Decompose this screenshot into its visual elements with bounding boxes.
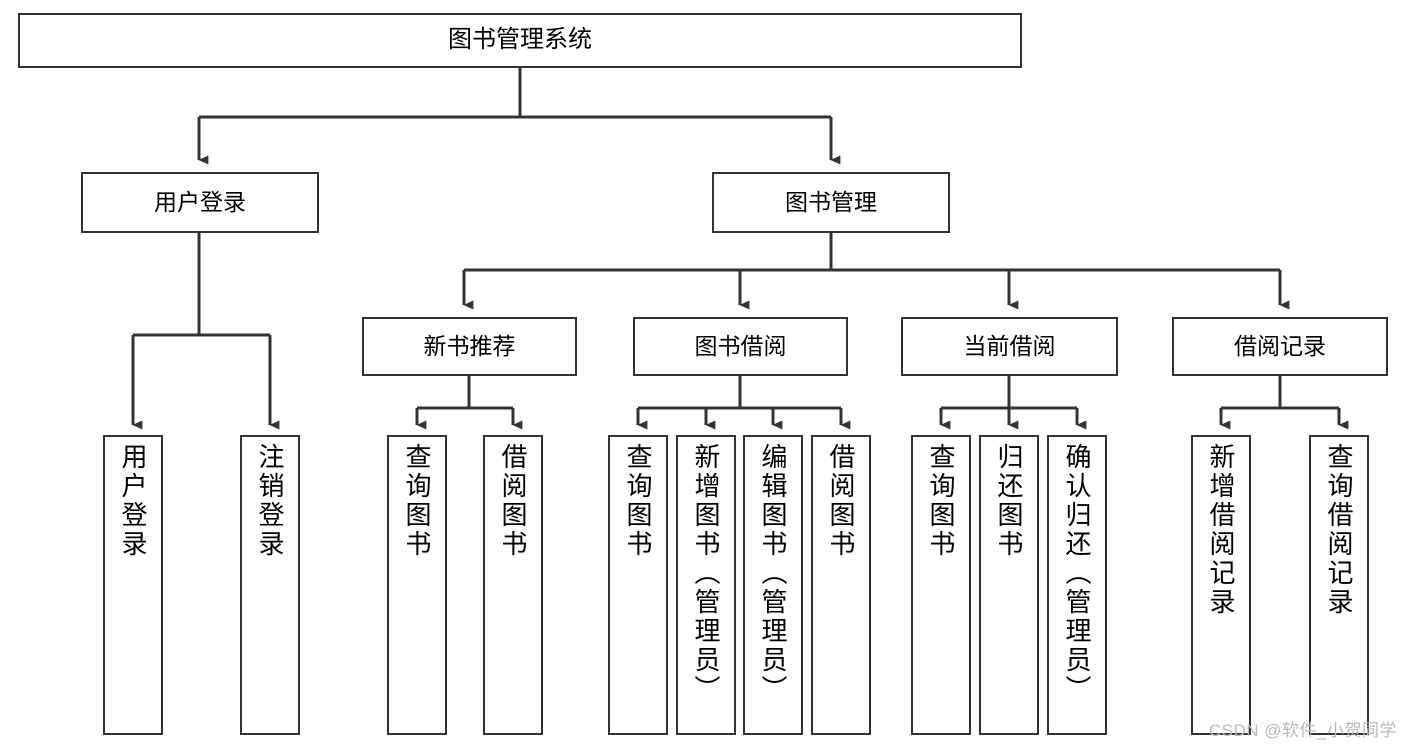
- node-label: 编辑图书（管理员）: [758, 443, 788, 704]
- node-label: 图书借阅: [694, 332, 787, 359]
- leaf-current-query-book[interactable]: 查询图书: [911, 435, 971, 735]
- node-label: 用户登录: [154, 188, 246, 215]
- leaf-borrow-edit-book-admin[interactable]: 编辑图书（管理员）: [743, 435, 803, 735]
- leaf-borrow-borrow-book[interactable]: 借阅图书: [811, 435, 871, 735]
- node-label: 借阅记录: [1234, 332, 1326, 359]
- node-label: 查询图书: [402, 443, 432, 559]
- node-label: 借阅图书: [826, 443, 856, 559]
- node-root-book-management-system[interactable]: 图书管理系统: [18, 13, 1022, 68]
- csdn-watermark: CSDN @软件_小贺同学: [1208, 721, 1397, 740]
- node-label: 确认归还（管理员）: [1062, 443, 1092, 704]
- node-new-book-recommend[interactable]: 新书推荐: [362, 317, 577, 376]
- node-book-management[interactable]: 图书管理: [712, 172, 950, 233]
- leaf-borrow-add-book-admin[interactable]: 新增图书（管理员）: [676, 435, 736, 735]
- node-user-login[interactable]: 用户登录: [81, 172, 319, 233]
- node-label: 新增借阅记录: [1206, 443, 1236, 617]
- leaf-record-add-borrow-record[interactable]: 新增借阅记录: [1191, 435, 1251, 735]
- node-label: 当前借阅: [963, 332, 1056, 359]
- node-label: 查询借阅记录: [1324, 443, 1354, 617]
- leaf-borrow-query-book[interactable]: 查询图书: [608, 435, 668, 735]
- leaf-current-return-book[interactable]: 归还图书: [979, 435, 1039, 735]
- node-label: 图书管理系统: [448, 26, 592, 54]
- leaf-record-query-borrow-record[interactable]: 查询借阅记录: [1309, 435, 1369, 735]
- node-label: 借阅图书: [498, 443, 528, 559]
- leaf-user-login-signout[interactable]: 注销登录: [240, 435, 300, 735]
- node-label: 注销登录: [255, 443, 285, 559]
- node-label: 图书管理: [785, 188, 877, 215]
- leaf-recommend-query-book[interactable]: 查询图书: [387, 435, 447, 735]
- node-label: 新书推荐: [423, 332, 516, 359]
- node-label: 查询图书: [623, 443, 653, 559]
- node-label: 新增图书（管理员）: [691, 443, 721, 704]
- node-label: 归还图书: [994, 443, 1024, 559]
- node-current-borrow[interactable]: 当前借阅: [901, 317, 1118, 376]
- node-book-borrow[interactable]: 图书借阅: [633, 317, 848, 376]
- leaf-user-login-signin[interactable]: 用户登录: [103, 435, 163, 735]
- node-borrow-record[interactable]: 借阅记录: [1172, 317, 1388, 376]
- node-label: 查询图书: [926, 443, 956, 559]
- leaf-current-confirm-return-admin[interactable]: 确认归还（管理员）: [1047, 435, 1107, 735]
- leaf-recommend-borrow-book[interactable]: 借阅图书: [483, 435, 543, 735]
- node-label: 用户登录: [118, 443, 148, 559]
